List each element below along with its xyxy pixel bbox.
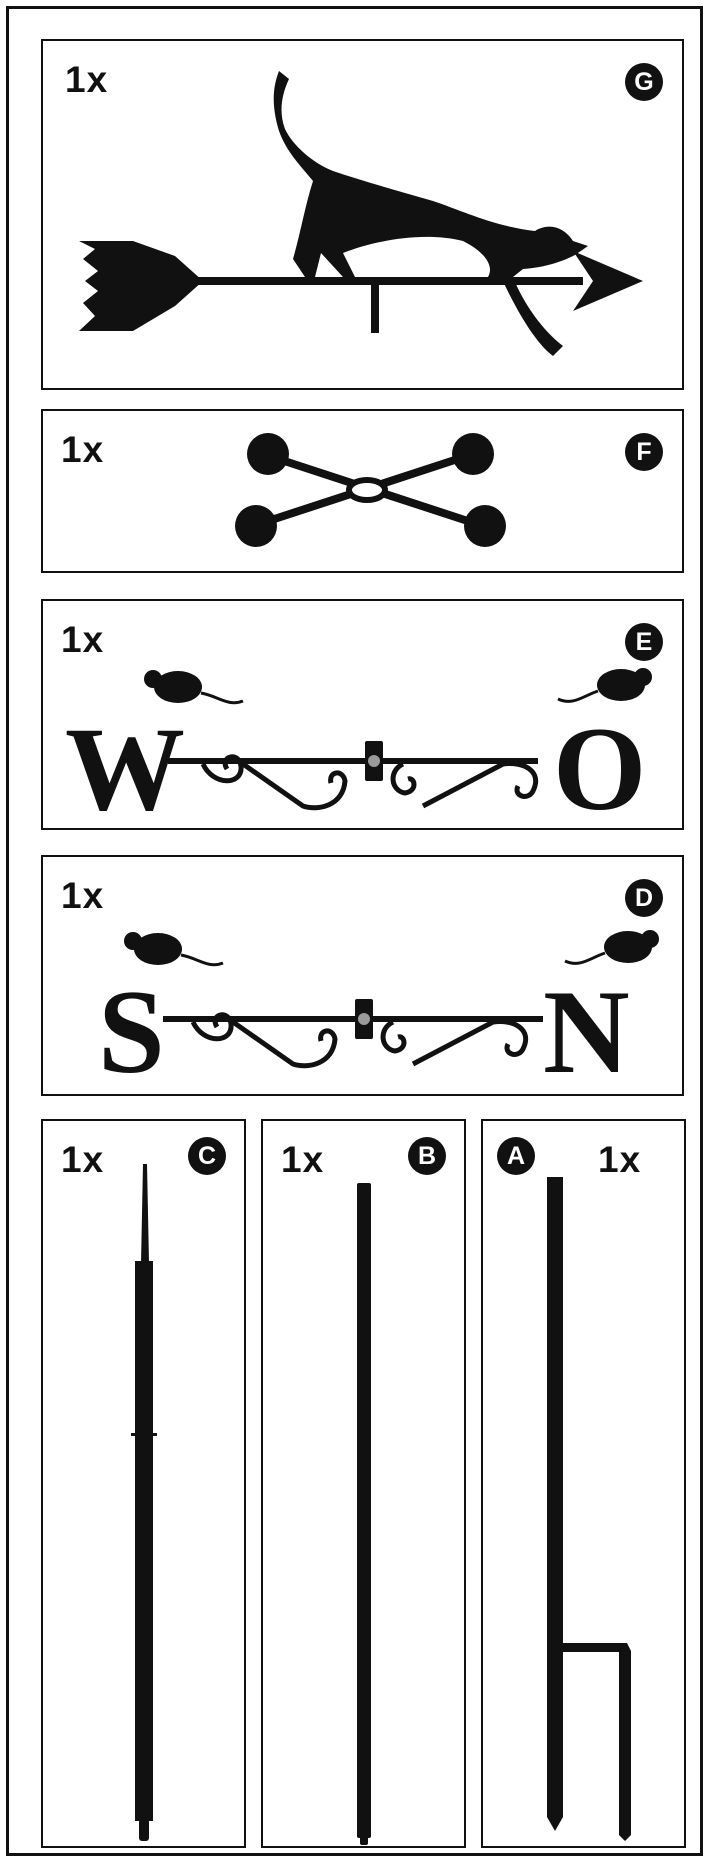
middle-pole-illustration	[263, 1121, 466, 1848]
part-e-panel: 1x E W	[41, 599, 684, 830]
north-letter: N	[543, 965, 630, 1096]
east-letter: O	[553, 702, 646, 830]
part-b-panel: 1x B	[261, 1119, 466, 1848]
south-letter: S	[98, 965, 165, 1096]
west-east-bar-illustration: W O	[43, 601, 684, 830]
part-d-panel: 1x D S N	[41, 855, 684, 1096]
tipped-pole-illustration	[43, 1121, 246, 1848]
parts-sheet: 1x G 1x F	[6, 6, 703, 1856]
west-letter: W	[65, 702, 185, 830]
part-g-panel: 1x G	[41, 39, 684, 390]
part-f-panel: 1x F	[41, 409, 684, 573]
south-north-bar-illustration: S N	[43, 857, 684, 1096]
ground-stake-illustration	[483, 1121, 686, 1848]
part-c-panel: 1x C	[41, 1119, 246, 1848]
part-a-panel: A 1x	[481, 1119, 686, 1848]
cross-connector-illustration	[43, 411, 684, 573]
cat-weathervane-illustration	[43, 41, 684, 390]
